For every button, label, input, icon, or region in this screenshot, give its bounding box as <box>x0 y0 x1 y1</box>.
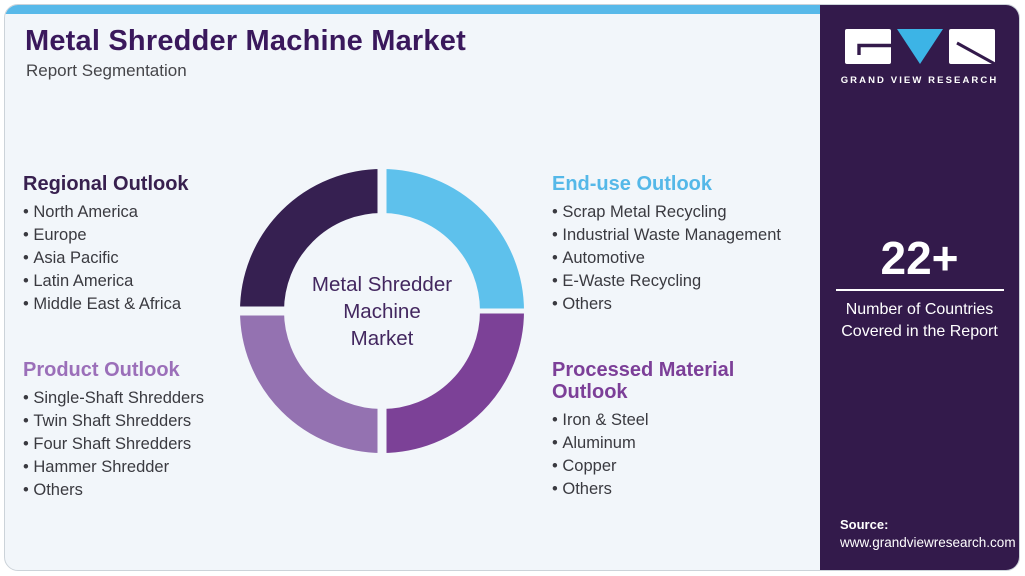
list-item: Latin America <box>23 270 243 293</box>
page-subtitle: Report Segmentation <box>26 61 187 80</box>
list-item: Others <box>23 479 253 502</box>
donut-center-line: Machine <box>343 299 421 323</box>
countries-stat: 22+ Number of Countries Covered in the R… <box>820 235 1019 343</box>
donut-center-line: Metal Shredder <box>311 272 453 296</box>
list-item: Aluminum <box>552 432 792 455</box>
section-processed-material-outlook: Processed Material Outlook Iron & Steel … <box>552 359 792 501</box>
list-item: Hammer Shredder <box>23 456 253 479</box>
section-list: Scrap Metal Recycling Industrial Waste M… <box>552 201 842 316</box>
list-item: Others <box>552 293 842 316</box>
section-heading: Product Outlook <box>23 359 180 381</box>
gvr-logo-icon <box>844 29 996 66</box>
page-title: Metal Shredder Machine Market <box>25 25 466 57</box>
brand-name: GRAND VIEW RESEARCH <box>840 75 999 86</box>
stat-caption: Number of Countries Covered in the Repor… <box>841 301 998 340</box>
section-heading: Processed Material Outlook <box>552 359 735 403</box>
stat-divider <box>835 289 1004 291</box>
list-item: Copper <box>552 455 792 478</box>
list-item: Others <box>552 478 792 501</box>
list-item: Single-Shaft Shredders <box>23 387 253 410</box>
section-heading: Regional Outlook <box>23 173 189 195</box>
list-item: Iron & Steel <box>552 409 792 432</box>
section-product-outlook: Product Outlook Single-Shaft Shredders T… <box>23 359 253 502</box>
source-url: www.grandviewresearch.com <box>840 535 1016 550</box>
list-item: Europe <box>23 224 243 247</box>
donut-center-line: Market <box>350 326 414 350</box>
list-item: Middle East & Africa <box>23 293 243 316</box>
list-item: North America <box>23 201 243 224</box>
list-item: Automotive <box>552 247 842 270</box>
section-regional-outlook: Regional Outlook North America Europe As… <box>23 173 243 316</box>
donut-center-label: Metal Shredder Machine Market <box>282 211 482 411</box>
top-accent-bar <box>5 5 821 14</box>
segmentation-donut-chart: Metal Shredder Machine Market <box>237 166 527 456</box>
list-item: E-Waste Recycling <box>552 270 842 293</box>
stat-value: 22+ <box>880 232 959 284</box>
brand-sidebar: GRAND VIEW RESEARCH 22+ Number of Countr… <box>820 5 1019 570</box>
section-heading: End-use Outlook <box>552 173 712 195</box>
list-item: Twin Shaft Shredders <box>23 410 253 433</box>
report-card: Metal Shredder Machine Market Report Seg… <box>4 4 1020 571</box>
section-list: Single-Shaft Shredders Twin Shaft Shredd… <box>23 387 253 502</box>
donut-rings <box>237 166 527 456</box>
section-list: North America Europe Asia Pacific Latin … <box>23 201 243 316</box>
section-enduse-outlook: End-use Outlook Scrap Metal Recycling In… <box>552 173 842 316</box>
list-item: Scrap Metal Recycling <box>552 201 842 224</box>
list-item: Asia Pacific <box>23 247 243 270</box>
source-label: Source: <box>840 517 889 532</box>
gvr-logo: GRAND VIEW RESEARCH <box>820 29 1019 86</box>
list-item: Industrial Waste Management <box>552 224 842 247</box>
source-block: Source: www.grandviewresearch.com <box>840 516 1016 552</box>
list-item: Four Shaft Shredders <box>23 433 253 456</box>
section-list: Iron & Steel Aluminum Copper Others <box>552 409 792 501</box>
